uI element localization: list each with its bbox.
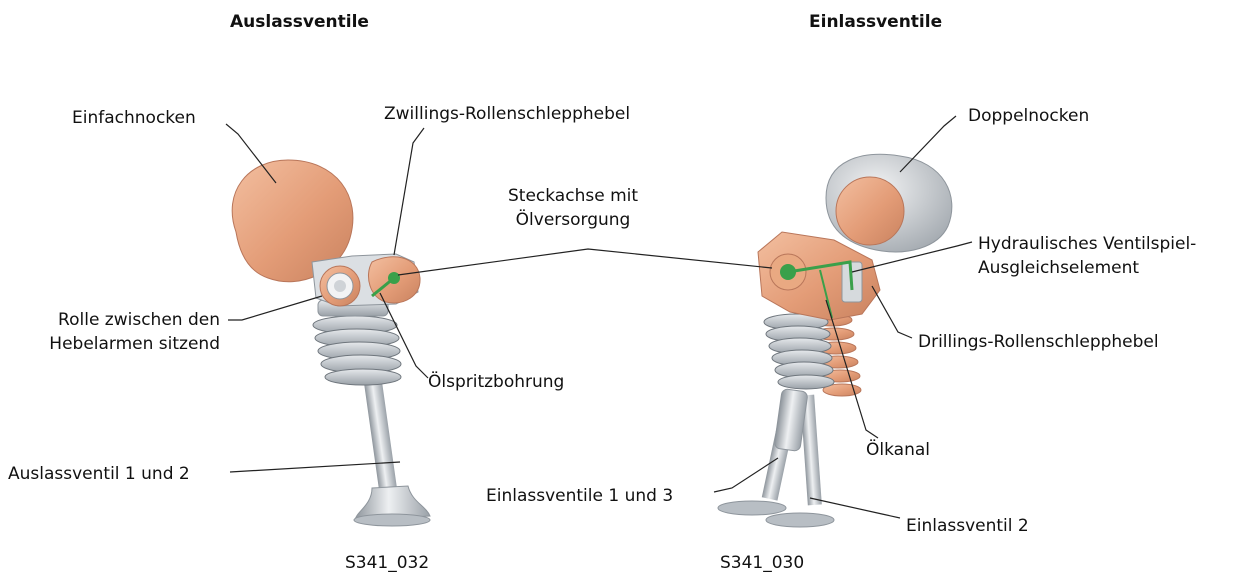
intake-valve-assembly: [718, 154, 952, 527]
label-pin-axle-line1: Steckachse mit: [508, 184, 638, 208]
label-double-cam: Doppelnocken: [968, 104, 1089, 128]
label-intake-valve-2: Einlassventil 2: [906, 514, 1029, 538]
figure-code-right: S341_030: [720, 553, 804, 573]
label-pin-axle-oil-supply: Steckachse mit Ölversorgung: [508, 184, 638, 232]
label-roller-line1: Rolle zwischen den: [24, 308, 220, 332]
label-twin-roller-rocker: Zwillings-Rollenschlepphebel: [384, 102, 630, 126]
label-oil-spray-bore: Ölspritzbohrung: [428, 370, 564, 394]
label-single-cam: Einfachnocken: [72, 106, 196, 130]
label-hydraulic-line1: Hydraulisches Ventilspiel-: [978, 232, 1196, 256]
label-hydraulic-line2: Ausgleichselement: [978, 256, 1196, 280]
heading-exhaust-valves: Auslassventile: [230, 12, 369, 32]
label-exhaust-valve-1-2: Auslassventil 1 und 2: [8, 462, 190, 486]
label-roller-line2: Hebelarmen sitzend: [24, 332, 220, 356]
figure-code-left: S341_032: [345, 553, 429, 573]
heading-intake-valves: Einlassventile: [809, 12, 942, 32]
label-pin-axle-line2: Ölversorgung: [508, 208, 638, 232]
label-triple-roller-rocker: Drillings-Rollenschlepphebel: [918, 330, 1159, 354]
label-oil-channel: Ölkanal: [866, 438, 930, 462]
label-hydraulic-lash-adjuster: Hydraulisches Ventilspiel- Ausgleichsele…: [978, 232, 1196, 280]
label-intake-valves-1-3: Einlassventile 1 und 3: [486, 484, 673, 508]
label-roller-between-levers: Rolle zwischen den Hebelarmen sitzend: [24, 308, 220, 356]
